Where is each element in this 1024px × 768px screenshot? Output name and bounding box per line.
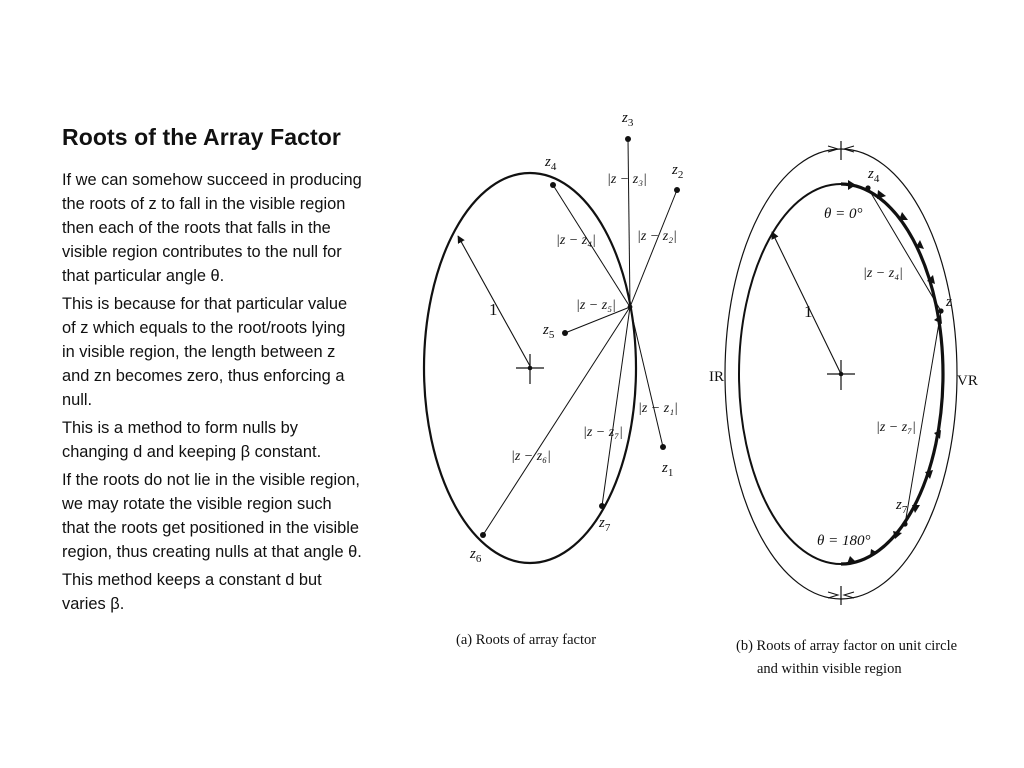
caption-a: (a) Roots of array factor xyxy=(456,632,596,648)
theta0-label: θ = 0° xyxy=(824,206,863,222)
vr-label: VR xyxy=(957,373,978,389)
root-z3 xyxy=(625,136,631,142)
radius-label-b: 1 xyxy=(804,302,813,321)
unit-circle-a xyxy=(422,171,638,565)
line-z-z5 xyxy=(564,306,631,334)
radius-arrow-a xyxy=(457,235,531,367)
bottom-tick-arrow-right xyxy=(842,591,855,599)
dist-z7-label-b: |z − z₇| xyxy=(876,420,916,435)
z7-label-b: z7 xyxy=(895,497,908,516)
line-z-z3 xyxy=(627,138,631,308)
z4-label-b: z4 xyxy=(867,166,880,185)
paragraph-1: If we can somehow succeed in producing t… xyxy=(62,171,362,285)
dist-label-z1: |z − z₁| xyxy=(638,401,678,416)
dist-label-z3: |z − z₃| xyxy=(607,172,647,187)
figure-a: 1 z3 z2 z4 z5 z6 z7 z xyxy=(422,110,683,648)
chord-z-z4 xyxy=(867,187,942,312)
root-label-z4: z4 xyxy=(544,154,557,173)
bottom-tick-arrow-left xyxy=(827,591,840,599)
center-dot-b xyxy=(838,371,844,377)
root-label-z6: z6 xyxy=(469,546,482,565)
arc-arrowheads xyxy=(847,180,942,564)
paragraph-3: This is a method to form nulls by changi… xyxy=(62,419,322,461)
radius-arrow-b xyxy=(771,231,841,373)
paragraph-2: This is because for that particular valu… xyxy=(62,295,348,409)
dist-label-z6: |z − z₆| xyxy=(511,449,551,464)
center-dot-a xyxy=(527,365,533,371)
line-z-z7 xyxy=(601,306,631,507)
root-label-z7: z7 xyxy=(598,515,611,534)
line-z-z2 xyxy=(629,189,678,308)
root-z1 xyxy=(660,444,666,450)
dist-label-z5: |z − z₅| xyxy=(576,298,616,313)
z-label-b: z xyxy=(945,294,952,310)
dist-label-z4: |z − z₄| xyxy=(556,233,596,248)
paragraph-4: If the roots do not lie in the visible r… xyxy=(62,471,362,561)
slide-title: Roots of the Array Factor xyxy=(62,124,341,150)
root-label-z3: z3 xyxy=(621,110,634,129)
root-z2 xyxy=(674,187,680,193)
ir-label: IR xyxy=(709,369,724,385)
top-tick-arrow-right xyxy=(842,145,855,153)
dist-label-z7: |z − z₇| xyxy=(583,425,623,440)
root-z5 xyxy=(562,330,568,336)
caption-b-line1: (b) Roots of array factor on unit circle xyxy=(736,638,957,654)
root-z7 xyxy=(599,503,605,509)
chord-z-z7 xyxy=(904,310,942,525)
root-label-z2: z2 xyxy=(671,162,683,181)
theta180-label: θ = 180° xyxy=(817,533,871,549)
radius-label-a: 1 xyxy=(489,300,498,319)
dist-label-z2: |z − z₂| xyxy=(637,229,677,244)
root-label-z5: z5 xyxy=(542,322,555,341)
visible-region-arc xyxy=(840,182,945,566)
root-z4 xyxy=(550,182,556,188)
root-label-z1: z1 xyxy=(661,460,673,479)
top-tick-arrow-left xyxy=(827,145,840,153)
line-z-z6 xyxy=(482,306,631,536)
paragraph-5: This method keeps a constant d but varie… xyxy=(62,571,322,613)
line-z-z1 xyxy=(629,306,664,448)
slide-body: If we can somehow succeed in producing t… xyxy=(62,168,362,620)
figure-b: 1 z4 θ = 0° |z − z₄| z IR VR |z − z₇| z7… xyxy=(709,141,978,677)
line-z-z4 xyxy=(552,184,631,308)
dist-z4-label-b: |z − z₄| xyxy=(863,266,903,281)
root-z6 xyxy=(480,532,486,538)
caption-b-line2: and within visible region xyxy=(757,661,902,677)
